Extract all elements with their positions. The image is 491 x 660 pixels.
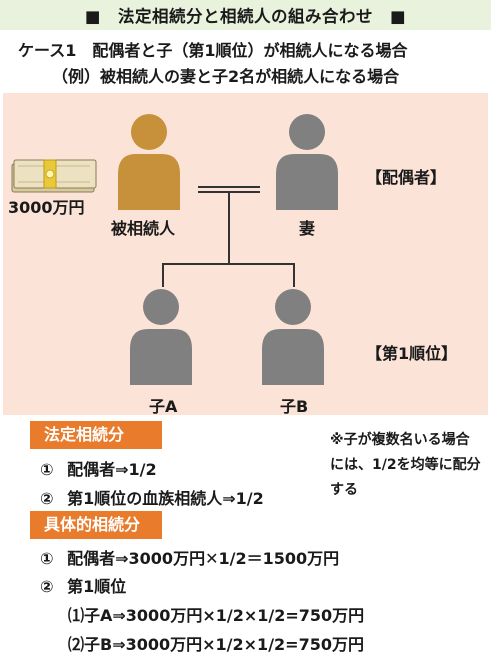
decedent-label: 被相続人	[111, 219, 176, 238]
specific-share-header: 具体的相続分	[30, 511, 162, 539]
spouse-label: 妻	[299, 219, 316, 238]
child-b-share: ⑵子B⇒3000万円×1/2×1/2=750万円	[68, 635, 364, 654]
estate-amount: 3000万円	[8, 198, 85, 217]
child-a-label: 子A	[149, 397, 178, 416]
money-bundle-icon	[11, 159, 97, 193]
item-number: ①	[40, 549, 54, 568]
legal-share-item-2: ② 第1順位の血族相続人⇒1/2	[40, 485, 264, 509]
children-role-label: 【第1順位】	[366, 344, 458, 363]
item-number: ②	[40, 577, 54, 596]
item-number: ①	[40, 460, 54, 479]
child-b-connector	[293, 263, 295, 287]
item-text: 配偶者⇒1/2	[67, 460, 157, 479]
child-a-person-icon	[130, 289, 192, 385]
item-text: 第1順位の血族相続人⇒1/2	[67, 489, 264, 508]
marriage-line-top	[198, 186, 260, 188]
spouse-role-label: 【配偶者】	[366, 168, 447, 187]
specific-share-item-1: ① 配偶者⇒3000万円✕1/2＝1500万円	[40, 545, 339, 569]
child-a-share: ⑴子A⇒3000万円×1/2×1/2=750万円	[68, 606, 365, 625]
example-heading: （例）被相続人の妻と子2名が相続人になる場合	[52, 67, 400, 86]
child-b-person-icon	[262, 289, 324, 385]
item-number: ②	[40, 489, 54, 508]
page-title: ■ 法定相続分と相続人の組み合わせ ■	[84, 7, 407, 26]
case-heading: ケース1 配偶者と子（第1順位）が相続人になる場合	[18, 41, 408, 60]
descent-line	[228, 193, 230, 264]
child-b-label: 子B	[280, 397, 309, 416]
child-a-connector	[162, 263, 164, 287]
decedent-person-icon	[118, 114, 180, 210]
legal-share-header: 法定相続分	[30, 421, 162, 449]
item-text: 配偶者⇒3000万円✕1/2＝1500万円	[67, 549, 340, 568]
distribution-note: ※子が複数名いる場合には、1/2を均等に配分する	[330, 432, 481, 498]
marriage-line-bottom	[198, 191, 260, 193]
family-diagram	[3, 93, 488, 415]
legal-share-item-1: ① 配偶者⇒1/2	[40, 456, 157, 480]
title-bar	[0, 0, 491, 30]
item-text: 第1順位	[67, 577, 127, 596]
spouse-person-icon	[276, 114, 338, 210]
children-bar	[162, 263, 295, 265]
specific-share-item-2: ② 第1順位	[40, 573, 126, 597]
